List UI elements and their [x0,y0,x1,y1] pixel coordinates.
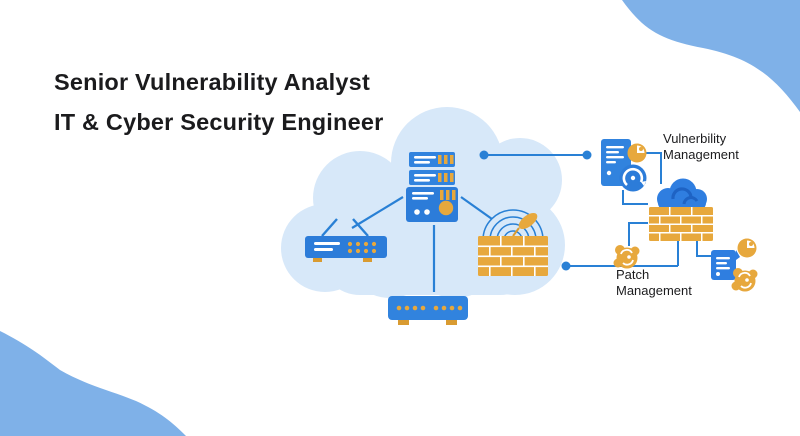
title-line-1: Senior Vulnerability Analyst [54,69,370,95]
vulnerability-label-line2: Management [663,147,739,162]
cloud-shape [281,107,565,298]
patch-label-line1: Patch [616,267,650,282]
vulnerability-label-line1: Vulnerbility [663,131,727,146]
patch-label-line2: Management [616,283,692,298]
pie-chart2-icon [737,238,757,258]
page-title: Senior Vulnerability Analyst IT & Cyber … [54,62,383,142]
patch-gear-icon [613,245,640,269]
patch-gear2-icon [731,268,758,292]
cloud-firewall-cloud [657,178,707,210]
patch-management-label: Patch Management [616,267,692,299]
firewall-icon [478,236,548,276]
document-icon [711,250,740,280]
vulnerability-management-label: Vulnerbility Management [663,131,739,163]
pie-chart-icon [627,143,647,163]
cloud-connectors [351,196,493,292]
external-connectors [484,152,711,267]
title-line-2: IT & Cyber Security Engineer [54,109,384,135]
router-icon [305,218,387,262]
switch-icon [388,296,468,325]
cloud-firewall-icon [649,207,713,241]
connector-dots [479,150,592,271]
server-icon [406,152,458,222]
corner-wave-top-right [622,0,800,112]
sync-icon [619,164,647,192]
corner-wave-bottom-left [0,331,186,436]
